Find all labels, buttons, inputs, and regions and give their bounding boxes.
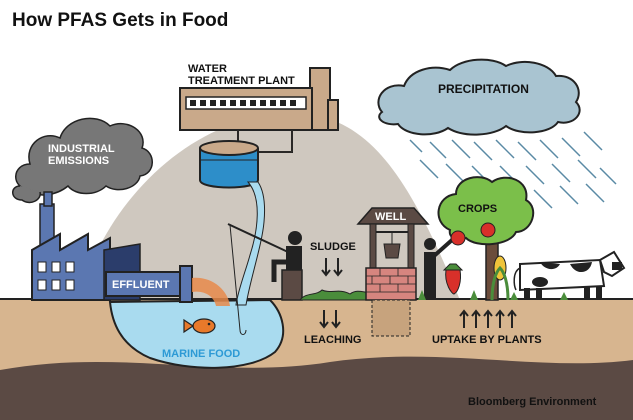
fisherman [227, 223, 303, 335]
precipitation-label: PRECIPITATION [438, 82, 529, 96]
strawberry [442, 263, 464, 295]
effluent-pipe [105, 265, 230, 306]
crops-label: CROPS [458, 203, 497, 215]
diagram-title: How PFAS Gets in Food [12, 10, 228, 31]
industrial-label-line2: EMISSIONS [48, 155, 109, 167]
fish [183, 318, 216, 334]
effluent-label: EFFLUENT [112, 279, 170, 291]
farmer [424, 238, 454, 300]
rain-cloud [377, 58, 581, 136]
water-stream [235, 181, 265, 306]
leaching-label: LEACHING [304, 334, 361, 346]
cow [513, 250, 626, 300]
fruit-tree [437, 176, 535, 301]
sludge-label: SLUDGE [310, 241, 356, 253]
water-treatment-plant [179, 67, 339, 153]
source-credit: Bloomberg Environment [468, 396, 597, 408]
well-label: WELL [375, 211, 406, 223]
water-plant-label-line2: TREATMENT PLANT [188, 75, 295, 87]
water-tank [199, 140, 259, 189]
marine-food-label: MARINE FOOD [162, 348, 240, 360]
uptake-arrows [459, 309, 517, 328]
industrial-smoke [12, 117, 153, 204]
marine-water [108, 298, 285, 369]
well [356, 207, 430, 337]
grass-tufts [418, 290, 568, 300]
sludge-arrows [321, 258, 343, 277]
corn [490, 255, 510, 301]
water-plant-label-line1: WATER [188, 63, 227, 75]
hill [78, 112, 460, 300]
uptake-label: UPTAKE BY PLANTS [432, 334, 542, 346]
bedrock-layer [0, 356, 633, 420]
industrial-label-line1: INDUSTRIAL [48, 143, 115, 155]
leaching-arrows [319, 310, 341, 329]
